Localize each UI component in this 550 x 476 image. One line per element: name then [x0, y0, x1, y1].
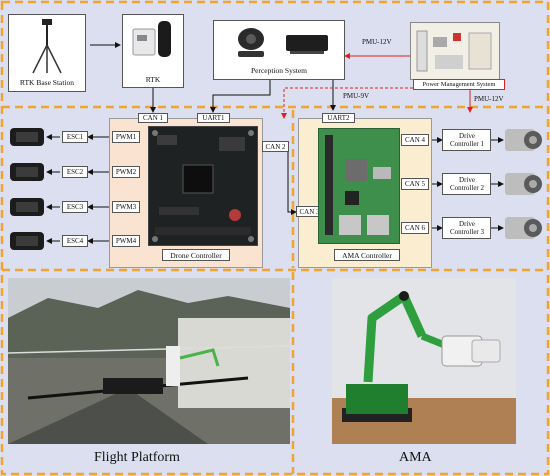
rtk-box: RTK [122, 14, 184, 88]
can2-label: CAN 2 [265, 143, 286, 151]
esc2-box: ESC2 [62, 166, 88, 178]
pwm4-label: PWM4 [115, 237, 137, 245]
can4-label: CAN 4 [404, 136, 426, 144]
tripod-image [32, 19, 62, 74]
joint-motors [505, 129, 542, 239]
perception-system-box: Perception System [213, 20, 345, 80]
drive-controller-3-label: Drive Controller 3 [449, 220, 485, 236]
perception-system-label: Perception System [250, 66, 308, 75]
uart1-port: UART1 [197, 113, 230, 123]
motor-1-icon [10, 128, 44, 146]
can3-label: CAN 3 [299, 208, 320, 216]
ama-board-image [318, 128, 400, 244]
drone-motors [10, 128, 44, 250]
drive-controller-1-label: Drive Controller 1 [449, 132, 485, 148]
esc1-label: ESC1 [66, 133, 84, 141]
can6-port: CAN 6 [401, 222, 429, 234]
motor-3-icon [10, 198, 44, 216]
pwm1-port: PWM1 [112, 131, 140, 143]
drone-controller-title: Drone Controller [170, 251, 222, 260]
drone-board-image [148, 126, 258, 246]
pwm2-port: PWM2 [112, 166, 140, 178]
flight-platform-caption: Flight Platform [94, 450, 180, 465]
ama-caption: AMA [399, 450, 432, 465]
pmu-9v-label: PMU-9V [343, 92, 370, 100]
esc4-label: ESC4 [66, 237, 84, 245]
rtk-module-image [132, 21, 171, 57]
can4-port: CAN 4 [401, 134, 429, 146]
perception-hardware-image [238, 28, 328, 57]
pmu-12v-top-label: PMU-12V [362, 38, 392, 46]
pmu-label-box: Power Management System [413, 79, 505, 90]
arrow-can2-to-can3 [287, 147, 297, 215]
can5-port: CAN 5 [401, 178, 429, 190]
joint-motor-1-icon [505, 129, 542, 151]
pmu-label: Power Management System [422, 81, 496, 88]
can6-label: CAN 6 [404, 224, 426, 232]
can2-port: CAN 2 [262, 141, 289, 152]
uart2-label: UART2 [327, 114, 350, 122]
esc3-box: ESC3 [62, 201, 88, 213]
motor-4-icon [10, 232, 44, 250]
pmu-12v-ama-label: PMU-12V [474, 95, 504, 103]
drive-controller-3: Drive Controller 3 [442, 217, 491, 239]
drive-controller-2: Drive Controller 2 [442, 173, 491, 195]
drone-controller-title-box: Drone Controller [162, 249, 230, 261]
esc2-label: ESC2 [66, 168, 84, 176]
esc4-box: ESC4 [62, 235, 88, 247]
can1-port: CAN 1 [138, 113, 168, 123]
ama-controller-title: AMA Controller [342, 251, 392, 260]
rtk-label: RTK [145, 75, 161, 84]
drive-controller-1: Drive Controller 1 [442, 129, 491, 151]
ama-controller-title-box: AMA Controller [334, 249, 400, 261]
pmu-board-image [410, 22, 500, 80]
uart1-label: UART1 [202, 114, 225, 122]
motor-2-icon [10, 163, 44, 181]
joint-motor-2-icon [505, 173, 542, 195]
pwm4-port: PWM4 [112, 235, 140, 247]
pwm2-label: PWM2 [115, 168, 137, 176]
flight-platform-photo [8, 278, 290, 444]
pwm3-label: PWM3 [115, 203, 137, 211]
can1-label: CAN 1 [142, 114, 164, 122]
esc1-box: ESC1 [62, 131, 88, 143]
drive-controller-2-label: Drive Controller 2 [449, 176, 485, 192]
esc3-label: ESC3 [66, 203, 84, 211]
ama-photo [332, 278, 516, 444]
uart2-port: UART2 [322, 113, 355, 123]
can5-label: CAN 5 [404, 180, 426, 188]
rtk-base-station-box: RTK Base Station [8, 14, 86, 92]
joint-motor-3-icon [505, 217, 542, 239]
pwm3-port: PWM3 [112, 201, 140, 213]
arrow-perception-to-uart1 [210, 80, 271, 113]
rtk-base-station-label: RTK Base Station [19, 78, 75, 87]
pwm1-label: PWM1 [115, 133, 137, 141]
